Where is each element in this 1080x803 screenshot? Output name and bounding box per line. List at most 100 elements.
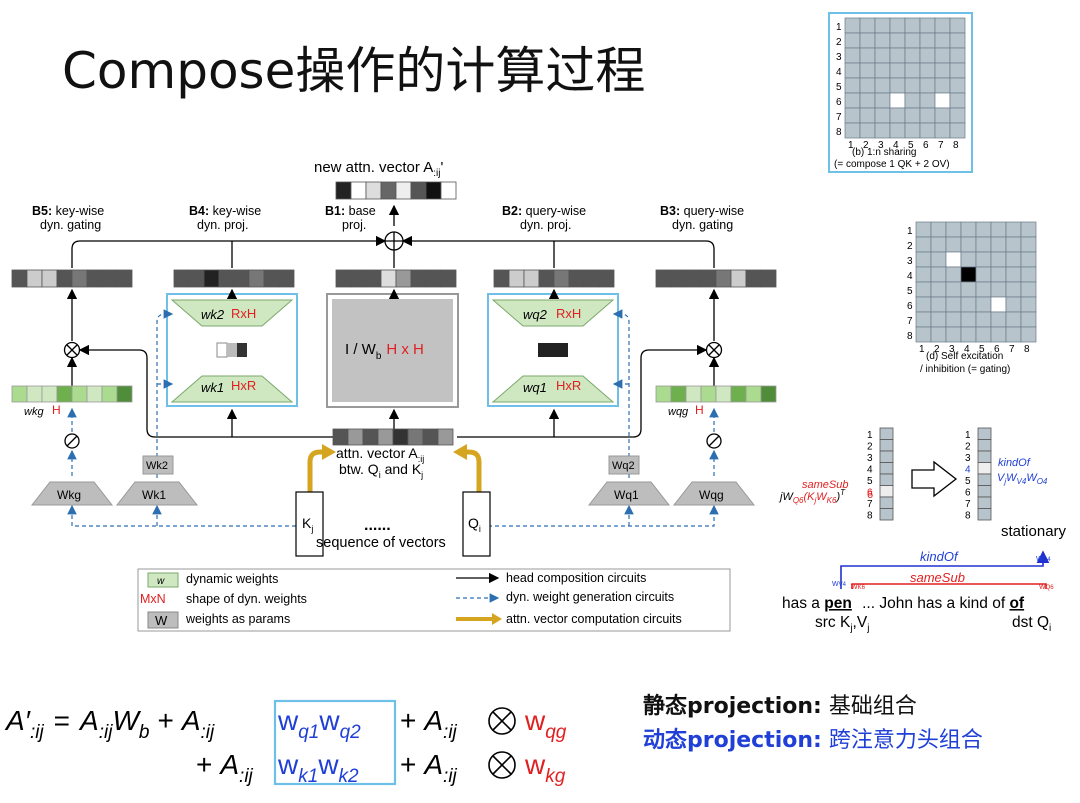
grid-cell — [859, 17, 876, 34]
vector-cell — [715, 269, 732, 288]
grid-row-label: 1 — [836, 22, 842, 33]
svg-text:dynamic weights: dynamic weights — [186, 572, 278, 586]
grid-cell — [945, 311, 962, 328]
vector-cell — [395, 269, 412, 288]
svg-text:Wk2: Wk2 — [146, 460, 168, 472]
vector-cell — [335, 181, 352, 200]
grid-cell — [1005, 236, 1022, 253]
grid-cell — [915, 296, 932, 313]
transform-arrow — [911, 460, 958, 498]
grid-col-label: 3 — [949, 344, 955, 355]
grid-cell — [859, 32, 876, 49]
svg-text:H: H — [52, 403, 61, 417]
grid-cell — [904, 32, 921, 49]
grid-cell — [874, 122, 891, 139]
column-label: 8 — [965, 511, 971, 522]
grid-cell — [1005, 221, 1022, 238]
svg-text:Kj: Kj — [302, 515, 313, 534]
vector-cell — [380, 269, 397, 288]
grid-row-label: 3 — [907, 256, 913, 267]
grid-cell — [919, 122, 936, 139]
grid-cell — [930, 221, 947, 238]
grid-col-label: 3 — [878, 140, 884, 151]
grid-cell — [949, 32, 966, 49]
svg-text:+A:ij: +A:ij — [196, 749, 254, 787]
grid-col-label: 1 — [848, 140, 854, 151]
wk1-param — [115, 481, 199, 506]
svg-text:dst Qi: dst Qi — [1012, 614, 1051, 634]
svg-text:+A:ij: +A:ij — [400, 749, 458, 787]
grid-cell — [945, 221, 962, 238]
grid-cell — [990, 236, 1007, 253]
svg-text:B3: query-wise: B3: query-wise — [660, 204, 744, 218]
vector-cell — [730, 385, 747, 403]
vector-cell — [26, 385, 43, 403]
vector-cell — [218, 269, 235, 288]
column-label: 7 — [965, 499, 971, 510]
dynamic-note: 动态projection: 跨注意力头组合 — [643, 728, 983, 753]
grid-cell — [915, 311, 932, 328]
grid-cell — [975, 281, 992, 298]
grid-cell — [1005, 311, 1022, 328]
grid-cell — [960, 251, 977, 268]
svg-text:wk1wk2: wk1wk2 — [277, 749, 359, 787]
svg-text:(= compose 1 QK + 2 OV): (= compose 1 QK + 2 OV) — [834, 159, 950, 170]
svg-text:dyn. weight generation circuit: dyn. weight generation circuits — [506, 590, 674, 604]
svg-text:B2: query-wise: B2: query-wise — [502, 204, 586, 218]
grid-cell — [934, 62, 951, 79]
column-cell — [977, 450, 992, 463]
grid-cell — [949, 122, 966, 139]
vector-cell — [730, 269, 747, 288]
grid-cell — [859, 122, 876, 139]
static-note: 静态projection: 基础组合 — [643, 694, 917, 719]
column-label: 1 — [965, 430, 971, 441]
grid-cell — [844, 62, 861, 79]
svg-text:WK6: WK6 — [851, 584, 866, 591]
grid-cell — [889, 107, 906, 124]
vector-cell — [508, 269, 525, 288]
svg-text:dyn. proj.: dyn. proj. — [520, 218, 571, 232]
page-title: Compose操作的计算过程 — [62, 42, 646, 100]
grid-cell — [990, 326, 1007, 343]
grid-row-label: 6 — [907, 301, 913, 312]
grid-cell — [960, 281, 977, 298]
column-cell — [879, 473, 894, 486]
grid-col-label: 8 — [1024, 344, 1030, 355]
grid-cell — [919, 92, 936, 109]
grid-cell — [945, 296, 962, 313]
grid-cell — [889, 77, 906, 94]
vector-cell — [365, 181, 382, 200]
grid-cell — [859, 107, 876, 124]
vector-cell — [715, 385, 732, 403]
column-cell — [977, 496, 992, 509]
wq2-param — [608, 455, 640, 475]
branch-labels: B5: key-wise dyn. gating B4: key-wise dy… — [32, 204, 744, 232]
vector-cell — [410, 269, 427, 288]
grid-cell — [844, 107, 861, 124]
attn-vector — [332, 428, 454, 446]
svg-text:wk2: wk2 — [201, 307, 225, 322]
grid-cell — [919, 107, 936, 124]
grid-cell — [975, 251, 992, 268]
grid-cell — [915, 236, 932, 253]
grid-col-label: 2 — [934, 344, 940, 355]
vector-cell — [685, 269, 702, 288]
svg-text:sameSub: sameSub — [910, 570, 965, 585]
svg-text:Wq2: Wq2 — [612, 460, 635, 472]
grid-cell — [1005, 281, 1022, 298]
column-cell — [879, 439, 894, 452]
grid-cell — [904, 17, 921, 34]
grid-cell — [960, 221, 977, 238]
grid-row-label: 2 — [836, 37, 842, 48]
grid-col-label: 5 — [979, 344, 985, 355]
wq1-trapezoid — [491, 375, 615, 403]
grid-row-label: 4 — [907, 271, 913, 282]
formula-highlight — [273, 699, 397, 786]
grid-row-label: 5 — [907, 286, 913, 297]
vector-cell — [700, 269, 717, 288]
grid-cell — [960, 266, 977, 283]
grid-cell — [990, 281, 1007, 298]
grid-cell — [889, 92, 906, 109]
grid-cell — [934, 92, 951, 109]
grid-cell — [949, 62, 966, 79]
